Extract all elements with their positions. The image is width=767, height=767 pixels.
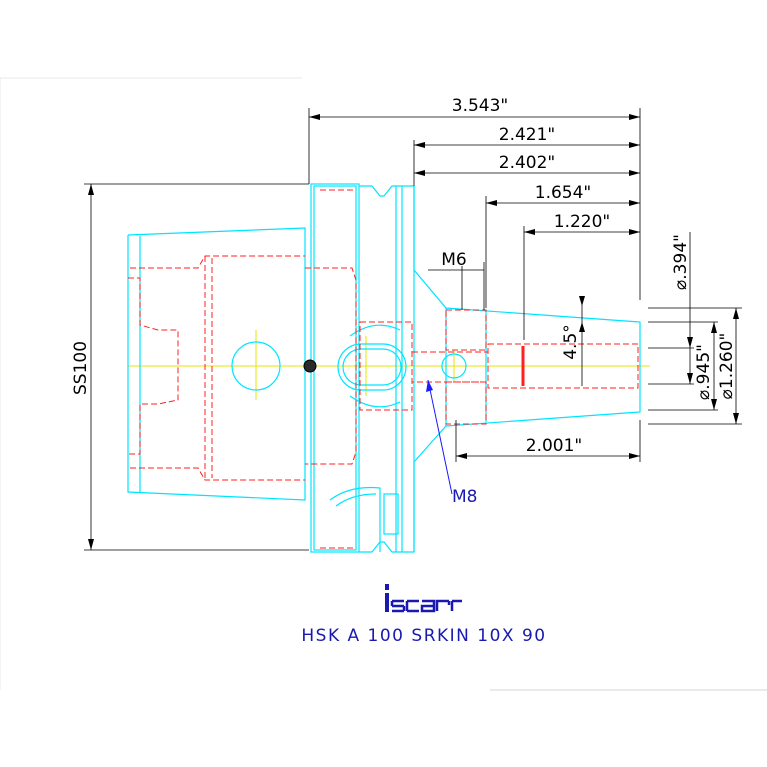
dim-dia-1260: ⌀1.260": [717, 333, 737, 400]
dim-2421: 2.421": [499, 125, 556, 145]
dimension-lines: [84, 108, 742, 551]
dimension-arrows: [88, 114, 739, 550]
tool-holder-body: [127, 183, 641, 553]
dim-1220: 1.220": [554, 212, 611, 232]
callout-m8: M8: [452, 487, 477, 507]
drive-pin: [303, 359, 317, 373]
m8-callout: M8: [426, 379, 477, 507]
hidden-features: [128, 189, 639, 549]
dim-2402: 2.402": [499, 153, 556, 173]
dim-dia-394: ⌀.394": [671, 234, 691, 290]
product-caption: HSK A 100 SRKIN 10X 90: [301, 626, 546, 646]
iscar-logo: [385, 584, 462, 613]
dim-thread-m6: M6: [441, 250, 466, 270]
dim-1654: 1.654": [535, 183, 592, 203]
dim-overall-length: 3.543": [452, 96, 509, 116]
dim-2001: 2.001": [526, 436, 583, 456]
dim-dia-945: ⌀.945": [694, 344, 714, 400]
dim-flange-ss100: SS100: [71, 341, 91, 395]
dim-angle: 4.5°: [561, 324, 581, 360]
